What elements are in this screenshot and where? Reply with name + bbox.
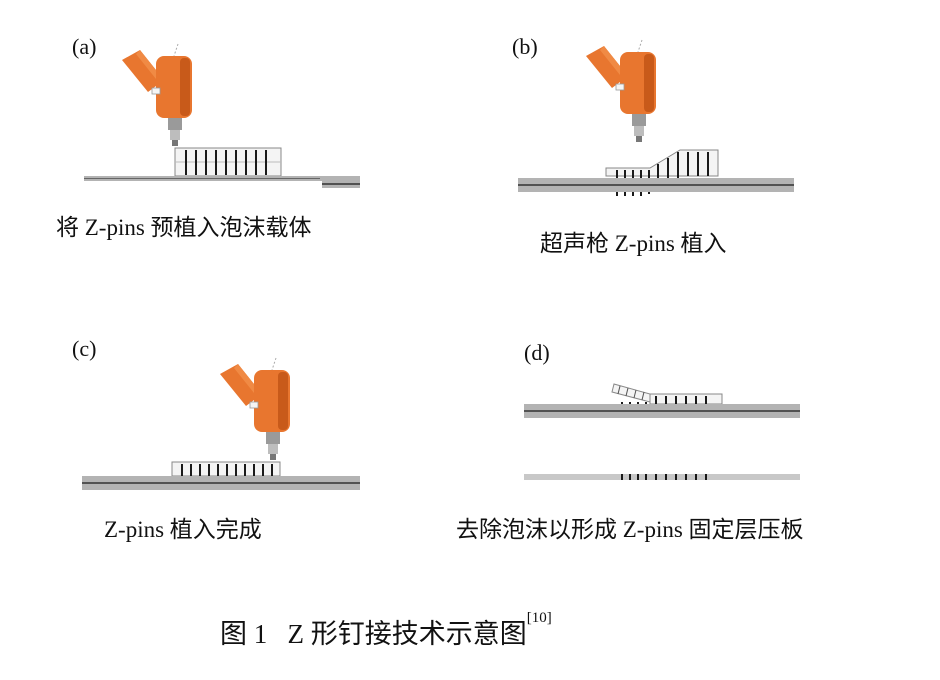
figure-number: 图 1 [220,619,268,649]
panel-label-a: (a) [72,34,97,59]
caption-c: Z-pins 植入完成 [104,517,262,542]
panel-label-c: (c) [72,336,97,361]
foam-peel [611,383,651,403]
ultrasonic-gun-icon [121,43,193,147]
figure-title: 图 1 Z 形钉接技术示意图[10] [220,610,552,651]
figure-title-text: Z 形钉接技术示意图 [287,619,527,649]
finished-laminate [524,474,800,480]
caption-b: 超声枪 Z-pins 植入 [540,231,727,256]
caption-d: 去除泡沫以形成 Z-pins 固定层压板 [456,517,804,542]
figure-reference: [10] [526,610,552,626]
foam-carrier [605,149,719,177]
ultrasonic-gun-icon [219,357,291,461]
panel-c-graphic [82,357,360,490]
ultrasonic-gun-icon [585,39,657,143]
panel-a-graphic [84,43,360,188]
panel-b-graphic [518,39,794,196]
panel-label-b: (b) [512,34,538,59]
caption-a: 将 Z-pins 预植入泡沫载体 [56,215,312,240]
panel-d-graphic [524,383,800,480]
panel-label-d: (d) [524,340,550,365]
